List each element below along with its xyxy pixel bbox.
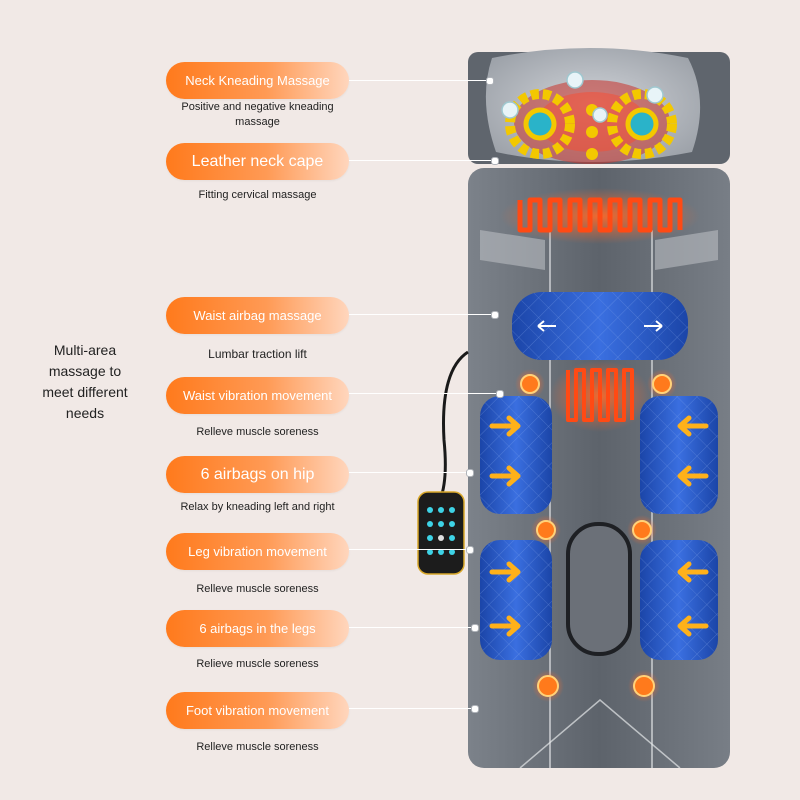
feature-hip-airbags-desc: Relax by kneading left and right xyxy=(180,501,335,513)
center-cutout xyxy=(566,522,632,656)
feature-foot-vibration-label: Foot vibration movement xyxy=(166,692,349,729)
leader-dot xyxy=(486,77,494,85)
hip-airbag-left xyxy=(480,396,552,514)
leader-dot xyxy=(466,469,474,477)
feature-waist-airbag-desc: Lumbar traction lift xyxy=(208,347,307,361)
leader-line xyxy=(349,314,494,315)
foot-vibration-motor-right xyxy=(628,670,660,702)
leader-dot xyxy=(491,311,499,319)
hip-airbag-right xyxy=(640,396,718,514)
feature-neck-kneading-desc: Positive and negative kneading massage xyxy=(181,101,334,128)
foot-vibration-motor-left xyxy=(532,670,564,702)
waist-vibration-motor-right xyxy=(647,369,677,399)
leader-line xyxy=(349,549,469,550)
neck-kneading-node-right xyxy=(607,89,677,159)
leg-airbag-right xyxy=(640,540,718,660)
leader-line xyxy=(349,80,489,81)
feature-foot-vibration-desc: Relleve muscle soreness xyxy=(196,741,319,753)
feature-neck-cape-desc: Fitting cervical massage xyxy=(198,189,317,201)
leg-airbag-left xyxy=(480,540,552,660)
feature-neck-kneading-label: Neck Kneading Massage xyxy=(166,62,349,99)
feature-waist-vibration-label: Waist vibration movement xyxy=(166,377,349,414)
remote-controller xyxy=(417,350,469,575)
leader-line xyxy=(349,627,474,628)
leader-dot xyxy=(496,390,504,398)
lower-heating-element xyxy=(550,360,650,432)
feature-leg-airbags-label: 6 airbags in the legs xyxy=(166,610,349,647)
waist-vibration-motor-left xyxy=(515,369,545,399)
feature-leg-vibration-desc: Relleve muscle soreness xyxy=(196,583,319,595)
neck-center-nodes xyxy=(501,71,664,160)
leader-line xyxy=(349,393,499,394)
waist-airbag xyxy=(512,292,688,360)
feature-leg-airbags-desc: Relieve muscle soreness xyxy=(196,658,319,670)
leader-dot xyxy=(491,157,499,165)
feature-neck-cape-label: Leather neck cape xyxy=(166,143,349,180)
neck-kneading-node-left xyxy=(505,89,575,159)
feature-leg-vibration-label: Leg vibration movement xyxy=(166,533,349,570)
feature-waist-airbag-label: Waist airbag massage xyxy=(166,297,349,334)
leader-line xyxy=(349,472,469,473)
leg-vibration-motor-left xyxy=(531,515,561,545)
leader-line xyxy=(349,708,474,709)
feature-hip-airbags-label: 6 airbags on hip xyxy=(166,456,349,493)
leader-dot xyxy=(471,705,479,713)
leader-dot xyxy=(471,624,479,632)
upper-heating-element xyxy=(500,188,700,244)
side-note: Multi-area massage to meet different nee… xyxy=(42,342,128,421)
massage-mat-illustration xyxy=(417,48,730,769)
leg-vibration-motor-right xyxy=(627,515,657,545)
feature-waist-vibration-desc: Relleve muscle soreness xyxy=(196,426,319,438)
leader-dot xyxy=(466,546,474,554)
leader-line xyxy=(349,160,494,161)
